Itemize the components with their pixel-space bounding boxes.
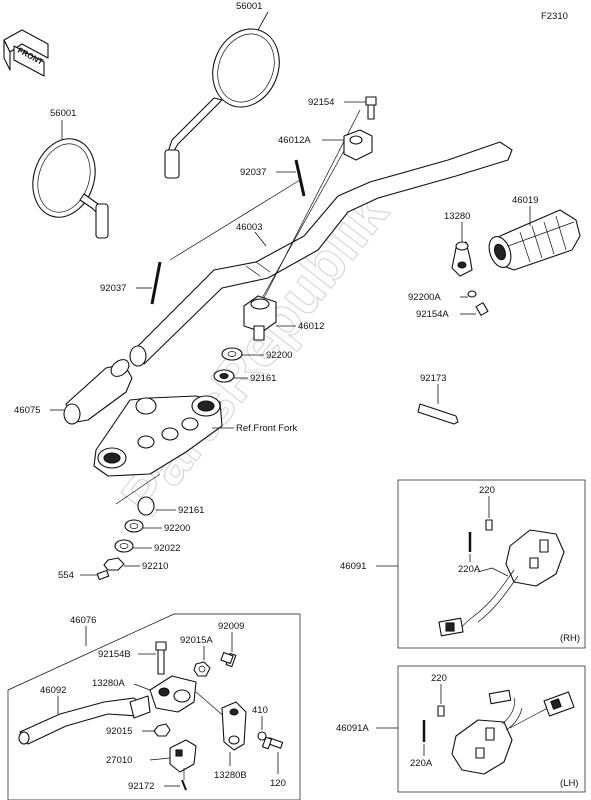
mirror-right (164, 28, 280, 179)
label-92200-top: 92200 (266, 350, 292, 361)
label-220-rh: 220 (479, 485, 495, 496)
label-92015a: 92015A (180, 635, 213, 646)
handlebar (129, 141, 513, 367)
label-92210: 92210 (142, 561, 168, 572)
label-92037-left: 92037 (100, 283, 126, 294)
label-46012: 46012 (298, 321, 324, 332)
washer-410 (257, 731, 267, 741)
label-120: 120 (270, 778, 286, 789)
label-46019: 46019 (512, 195, 538, 206)
washer-92200a (467, 290, 477, 298)
label-46003: 46003 (236, 222, 262, 233)
label-92172: 92172 (128, 781, 154, 792)
label-56001-top: 56001 (236, 1, 262, 12)
label-220a-lh: 220A (410, 758, 433, 769)
label-92161-bot: 92161 (178, 505, 204, 516)
label-92154b: 92154B (98, 649, 131, 660)
bolt-120 (261, 736, 284, 750)
label-13280: 13280 (444, 211, 470, 222)
nut-92210 (103, 557, 125, 571)
cap-554 (96, 569, 110, 581)
front-arrow-icon: FRONT (3, 29, 49, 77)
label-46091a: 46091A (336, 723, 369, 734)
guide-line (249, 139, 351, 321)
guide-line (169, 179, 301, 261)
label-56001-left: 56001 (50, 108, 76, 119)
bolt-92154b (155, 641, 167, 675)
label-220a-rh: 220A (458, 564, 481, 575)
pin-92173 (417, 403, 459, 425)
label-92154a: 92154A (416, 309, 449, 320)
label-92015: 92015 (106, 726, 132, 737)
bolt-92154 (365, 96, 377, 120)
label-46092: 46092 (40, 685, 66, 696)
screw-92172 (181, 779, 187, 791)
label-46012a: 46012A (278, 135, 311, 146)
label-92154: 92154 (308, 97, 334, 108)
box-lh (397, 665, 586, 793)
grip-left-46075 (63, 359, 133, 425)
bush-92161-bot (137, 496, 155, 516)
nut-92015a (193, 661, 211, 677)
label-410: 410 (252, 705, 268, 716)
box-rh-label: (RH) (560, 633, 580, 644)
label-92037-top: 92037 (240, 167, 266, 178)
stud-92037-left (150, 261, 162, 305)
box-lh-label: (LH) (560, 778, 578, 789)
screw-220-rh (485, 519, 493, 531)
switch-27010 (169, 739, 197, 780)
label-46076: 46076 (70, 615, 96, 626)
holder-13280b (221, 701, 247, 751)
switch-rh-46091 (438, 529, 565, 637)
housing-13280 (451, 241, 473, 277)
washer-92022 (114, 539, 134, 553)
clutch-lever-46092 (18, 697, 145, 745)
throttle-grip-46019 (488, 209, 581, 271)
box-rh (397, 479, 586, 649)
label-46075: 46075 (14, 405, 40, 416)
label-13280b: 13280B (214, 770, 247, 781)
label-554: 554 (58, 570, 74, 581)
label-27010: 27010 (106, 755, 132, 766)
washer-92200-bot (124, 519, 144, 533)
washer-92200-top (221, 347, 243, 361)
label-220-lh: 220 (431, 673, 447, 684)
label-92022: 92022 (154, 543, 180, 554)
box-lever-assembly (7, 613, 301, 800)
mirror-left (32, 138, 109, 239)
holder-upper-46012a (343, 129, 373, 161)
label-92200-bot: 92200 (164, 523, 190, 534)
label-ref-front-fork: Ref.Front Fork (236, 423, 297, 434)
triple-clamp (93, 395, 223, 477)
bolt-92154a (475, 302, 489, 316)
screw-220-lh (437, 705, 445, 717)
screw-92009 (220, 651, 237, 668)
figure-code: F2310 (541, 11, 568, 22)
holder-lower-46012 (243, 295, 277, 341)
label-92173: 92173 (420, 373, 446, 384)
switch-lh-46091a (451, 689, 575, 775)
label-13280a: 13280A (92, 678, 125, 689)
label-46091: 46091 (340, 561, 366, 572)
stud-92037-top (294, 159, 306, 197)
label-92009: 92009 (218, 621, 244, 632)
label-92200a: 92200A (408, 292, 441, 303)
nut-92015 (153, 723, 171, 737)
holder-13280a (129, 675, 197, 719)
label-92161-top: 92161 (250, 373, 276, 384)
